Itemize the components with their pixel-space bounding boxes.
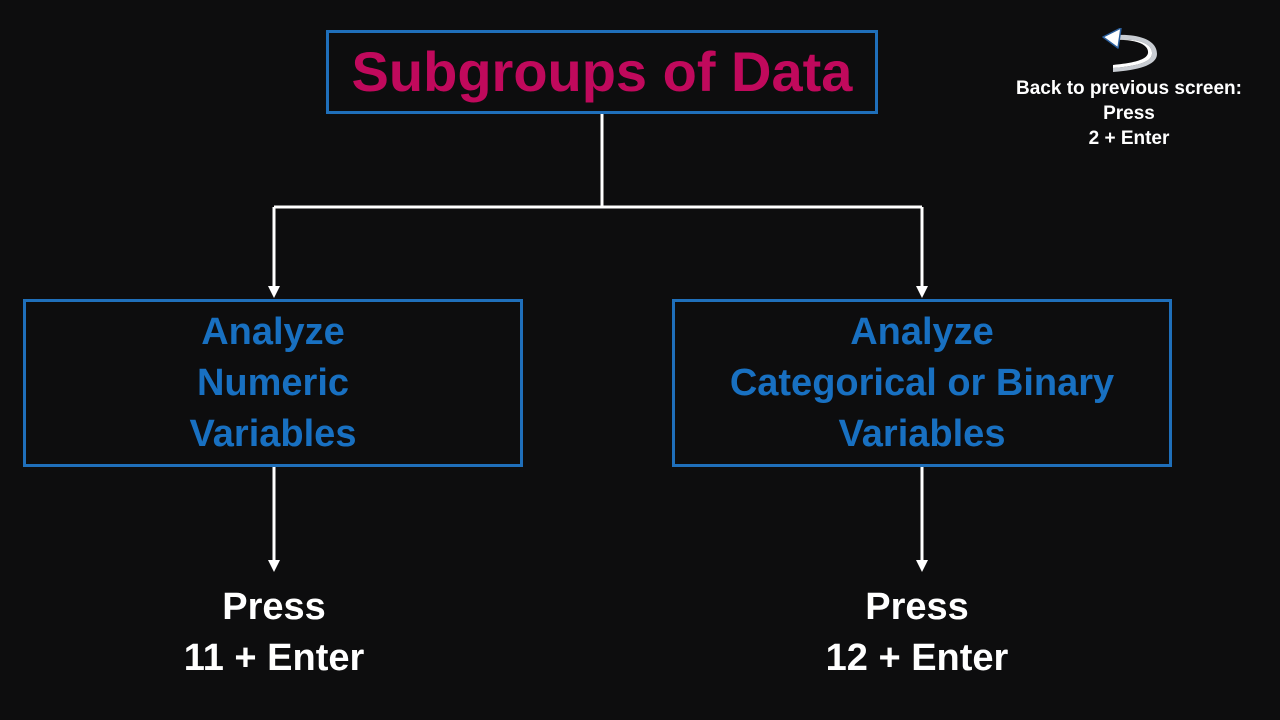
back-nav-line-3: 2 + Enter: [1088, 128, 1170, 149]
numeric-box-line-1: Analyze: [201, 310, 345, 353]
categorical-box-line-1: Analyze: [850, 310, 994, 353]
numeric-variables-box[interactable]: Analyze Numeric Variables: [23, 299, 523, 467]
categorical-instruction-line-2: 12 + Enter: [825, 637, 1009, 679]
back-arrow-icon[interactable]: [1099, 28, 1159, 74]
categorical-box-line-2: Categorical or Binary: [729, 361, 1115, 404]
numeric-instruction-line-2: 11 + Enter: [183, 637, 365, 679]
title-box: Subgroups of Data: [326, 30, 878, 114]
numeric-instruction-line-1: Press: [222, 586, 326, 628]
categorical-instruction: Press 12 + Enter: [717, 582, 1117, 684]
categorical-instruction-line-1: Press: [865, 586, 969, 628]
numeric-instruction: Press 11 + Enter: [74, 582, 474, 684]
numeric-box-line-3: Variables: [189, 412, 357, 455]
numeric-box-line-2: Numeric: [196, 361, 350, 404]
diagram-title: Subgroups of Data: [351, 40, 853, 103]
categorical-box-line-3: Variables: [838, 412, 1006, 455]
back-navigation[interactable]: Back to previous screen: Press 2 + Enter: [1000, 28, 1258, 151]
back-nav-line-2: Press: [1103, 103, 1155, 124]
back-nav-line-1: Back to previous screen:: [1016, 78, 1242, 99]
categorical-variables-box[interactable]: Analyze Categorical or Binary Variables: [672, 299, 1172, 467]
